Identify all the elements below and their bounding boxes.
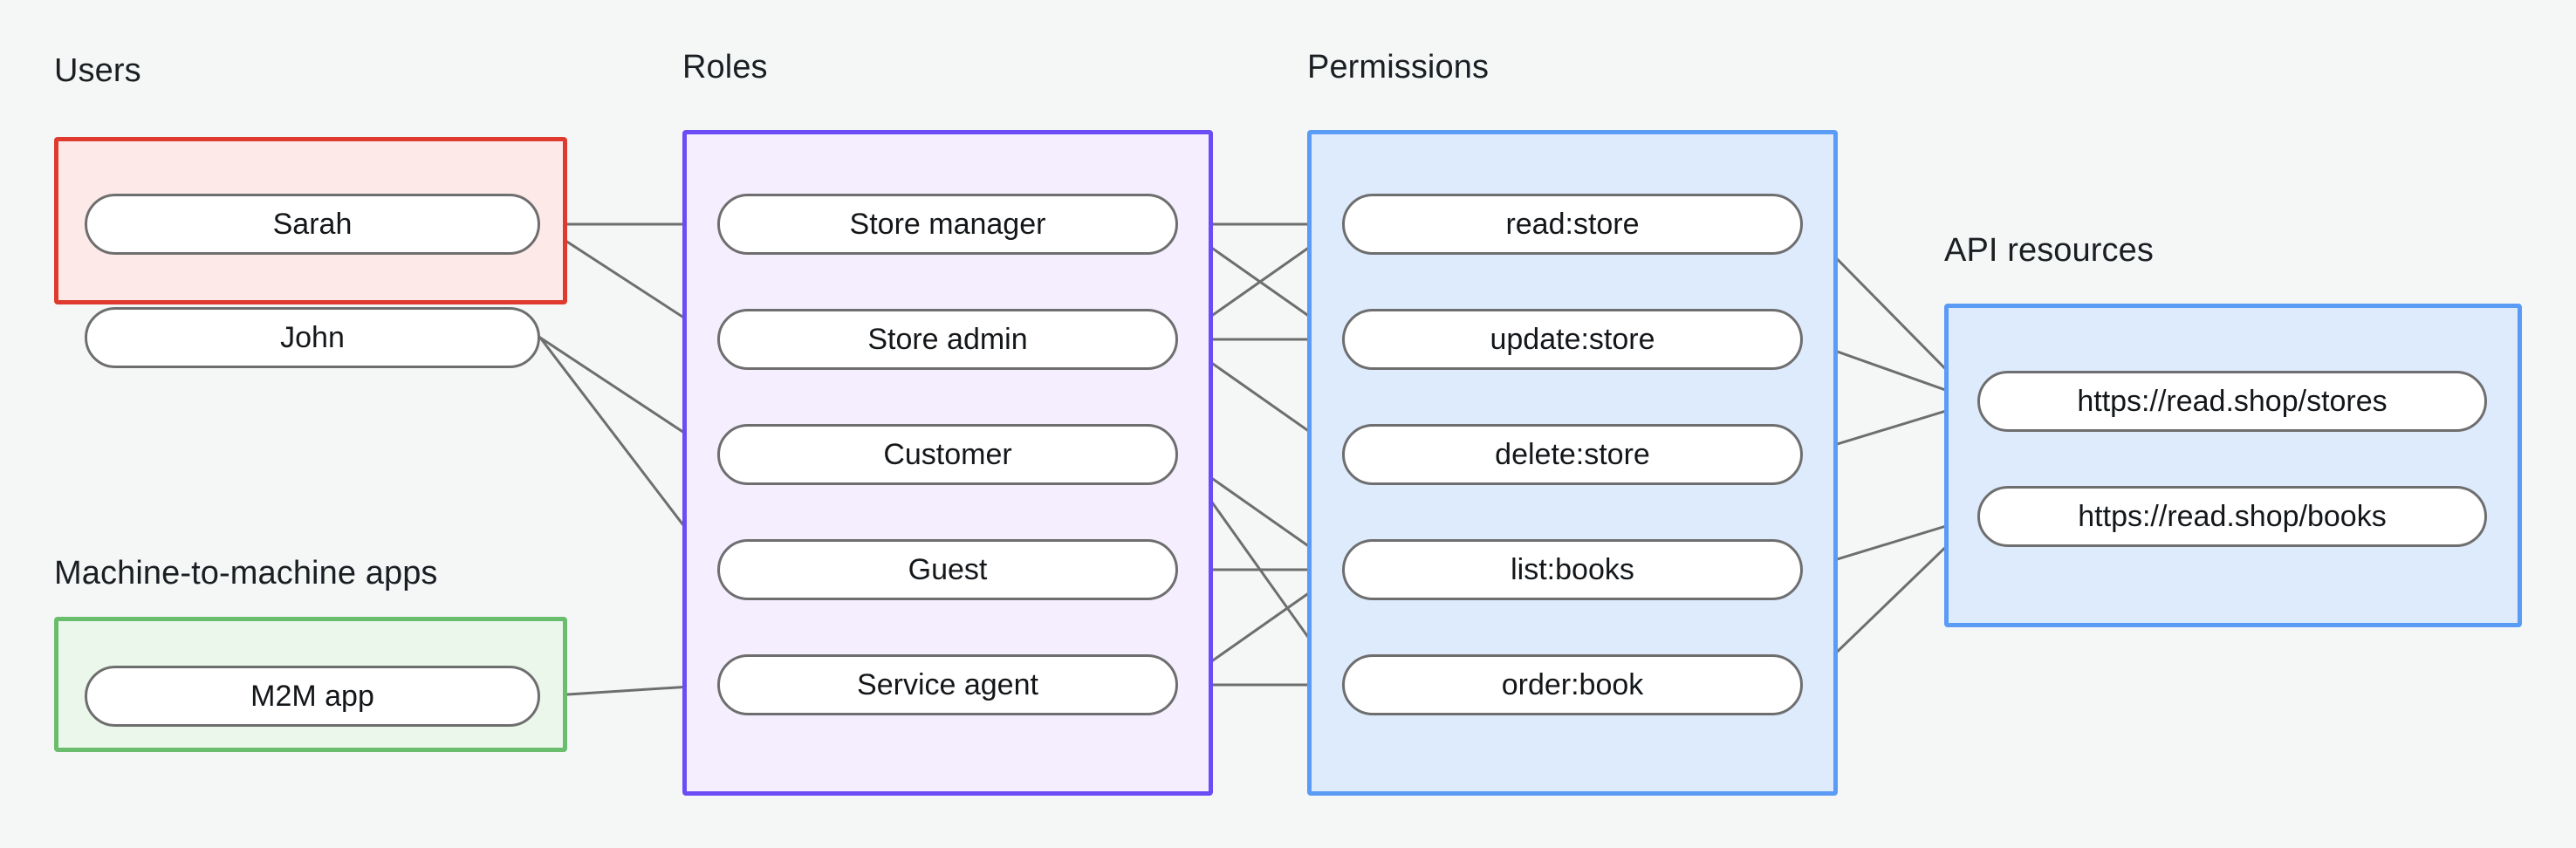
node-m2m-app[interactable]: M2M app — [85, 666, 540, 727]
node-label-guest: Guest — [908, 552, 988, 586]
node-res-stores[interactable]: https://read.shop/stores — [1977, 371, 2487, 432]
node-label-list-books: list:books — [1511, 552, 1634, 586]
node-label-order-book: order:book — [1501, 667, 1644, 701]
node-label-sarah: Sarah — [272, 207, 353, 241]
node-label-m2m-app: M2M app — [250, 679, 374, 713]
node-label-delete-store: delete:store — [1495, 437, 1650, 471]
node-res-books[interactable]: https://read.shop/books — [1977, 486, 2487, 547]
group-label-roles: Roles — [682, 49, 768, 85]
node-guest[interactable]: Guest — [717, 539, 1178, 600]
group-label-api-resources: API resources — [1944, 232, 2154, 269]
group-label-m2m: Machine-to-machine apps — [54, 555, 438, 592]
node-label-store-manager: Store manager — [849, 207, 1046, 241]
node-store-manager[interactable]: Store manager — [717, 194, 1178, 255]
group-label-users: Users — [54, 52, 141, 89]
node-sarah[interactable]: Sarah — [85, 194, 540, 255]
node-label-res-books: https://read.shop/books — [2078, 499, 2387, 533]
node-update-store[interactable]: update:store — [1342, 309, 1803, 370]
node-list-books[interactable]: list:books — [1342, 539, 1803, 600]
node-label-service-agent: Service agent — [857, 667, 1038, 701]
node-read-store[interactable]: read:store — [1342, 194, 1803, 255]
node-service-agent[interactable]: Service agent — [717, 654, 1178, 715]
node-store-admin[interactable]: Store admin — [717, 309, 1178, 370]
node-delete-store[interactable]: delete:store — [1342, 424, 1803, 485]
node-customer[interactable]: Customer — [717, 424, 1178, 485]
group-box-api-resources — [1944, 304, 2522, 627]
node-order-book[interactable]: order:book — [1342, 654, 1803, 715]
node-label-john: John — [280, 320, 345, 354]
node-john[interactable]: John — [85, 307, 540, 368]
node-label-update-store: update:store — [1490, 322, 1655, 356]
group-label-permissions: Permissions — [1307, 49, 1490, 85]
node-label-customer: Customer — [883, 437, 1012, 471]
node-label-res-stores: https://read.shop/stores — [2077, 384, 2388, 418]
node-label-store-admin: Store admin — [867, 322, 1028, 356]
node-label-read-store: read:store — [1505, 207, 1640, 241]
